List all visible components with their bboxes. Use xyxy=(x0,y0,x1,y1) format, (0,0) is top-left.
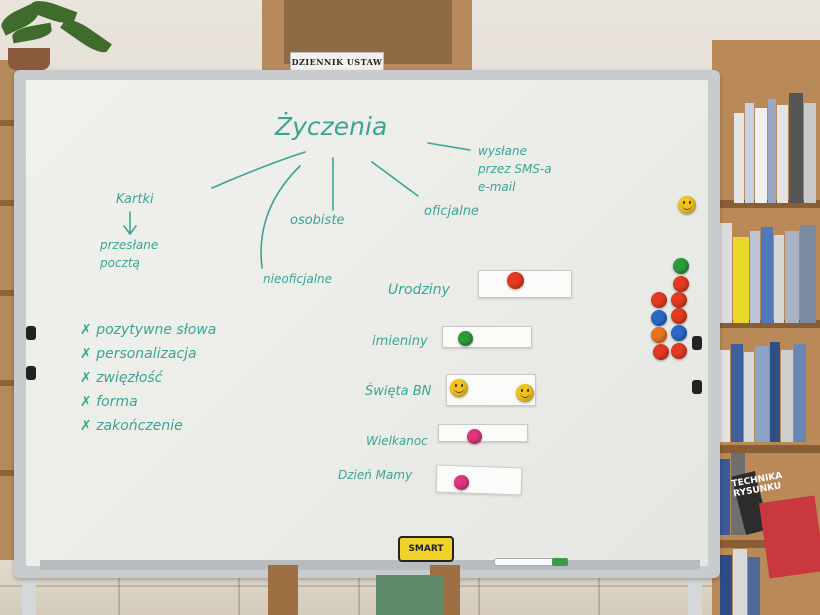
box xyxy=(376,575,444,615)
magnet-pink[interactable] xyxy=(467,429,482,444)
marker-cap xyxy=(552,558,568,566)
board-clip xyxy=(692,336,702,350)
magnet-red[interactable] xyxy=(671,308,687,324)
occasion-label: imieniny xyxy=(372,334,428,349)
bookshelf: TECHNIKA RYSUNKU xyxy=(712,40,820,615)
feature-item: ✗ personalizacja xyxy=(80,346,197,362)
magnet-blue[interactable] xyxy=(671,325,687,341)
occasion-label: Urodziny xyxy=(388,282,450,298)
magnet-green[interactable] xyxy=(458,331,473,346)
feature-item: ✗ forma xyxy=(80,394,138,410)
easel-leg xyxy=(268,565,298,615)
magnet-red[interactable] xyxy=(673,276,689,292)
branch-post: przesłane pocztą xyxy=(100,238,159,270)
magnet-red[interactable] xyxy=(507,272,524,289)
branch-cards: Kartki xyxy=(116,192,154,207)
feature-item: ✗ zakończenie xyxy=(80,418,183,434)
magnet-green[interactable] xyxy=(673,258,689,274)
marker-tray xyxy=(40,560,700,570)
smiley-magnet[interactable] xyxy=(450,379,468,397)
magnet-blue[interactable] xyxy=(651,310,667,326)
smiley-magnet[interactable] xyxy=(516,384,534,402)
magnet-orange[interactable] xyxy=(651,327,667,343)
whiteboard xyxy=(26,80,708,566)
board-clip xyxy=(26,326,36,340)
plant-pot xyxy=(8,48,50,70)
note-birthday xyxy=(478,270,572,298)
occasion-label: Dzień Mamy xyxy=(338,468,413,482)
magnet-red[interactable] xyxy=(671,292,687,308)
feature-item: ✗ pozytywne słowa xyxy=(80,322,217,338)
note-easter xyxy=(438,424,528,442)
eraser[interactable]: SMART xyxy=(398,536,454,562)
features-list: ✗ pozytywne słowa ✗ personalizacja ✗ zwi… xyxy=(80,318,216,438)
board-clip xyxy=(692,380,702,394)
board-clip xyxy=(26,366,36,380)
branch-personal: osobiste xyxy=(290,213,345,228)
magnet-red[interactable] xyxy=(653,344,669,360)
magnet-red[interactable] xyxy=(651,292,667,308)
magnet-red[interactable] xyxy=(671,343,687,359)
note-mothers-day xyxy=(435,464,523,496)
note-nameday xyxy=(442,326,532,348)
branch-unofficial: nieoficjalne xyxy=(263,272,333,286)
board-title: Życzenia xyxy=(275,112,388,141)
feature-item: ✗ zwięzłość xyxy=(80,370,163,386)
branch-sent: wysłane przez SMS-a e-mail xyxy=(478,144,552,194)
smiley-magnet[interactable] xyxy=(678,196,696,214)
occasion-label: Święta BN xyxy=(365,384,432,399)
occasion-label: Wielkanoc xyxy=(366,434,428,448)
magnet-pink[interactable] xyxy=(454,475,469,490)
branch-official: oficjalne xyxy=(424,204,479,219)
